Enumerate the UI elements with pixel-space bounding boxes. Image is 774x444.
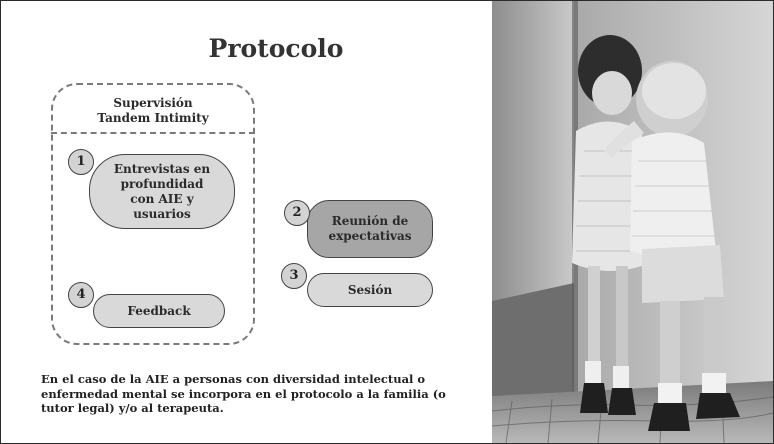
step-4-pill: Feedback xyxy=(93,294,225,328)
step-2-label: Reunión de expectativas xyxy=(328,214,412,243)
step-4-number: 4 xyxy=(68,282,94,308)
footnote: En el caso de la AIE a personas con dive… xyxy=(41,372,446,415)
photo-children-kissing xyxy=(492,1,773,443)
supervision-divider xyxy=(51,132,255,134)
slide-title: Protocolo xyxy=(208,34,344,63)
step-1-number: 1 xyxy=(68,149,94,175)
step-3-label: Sesión xyxy=(347,282,393,297)
supervision-label: Supervisión Tandem Intimity xyxy=(97,96,209,125)
step-3-pill: Sesión xyxy=(307,273,433,307)
step-4-label: Feedback xyxy=(127,303,191,318)
supervision-container xyxy=(51,83,255,345)
step-1-pill: Entrevistas en profundidad con AIE y usu… xyxy=(89,154,235,229)
step-3-number: 3 xyxy=(281,263,307,289)
step-2-number: 2 xyxy=(284,200,310,226)
step-2-pill: Reunión de expectativas xyxy=(307,200,433,258)
step-1-label: Entrevistas en profundidad con AIE y usu… xyxy=(113,161,211,221)
photo-illustration xyxy=(492,1,773,443)
